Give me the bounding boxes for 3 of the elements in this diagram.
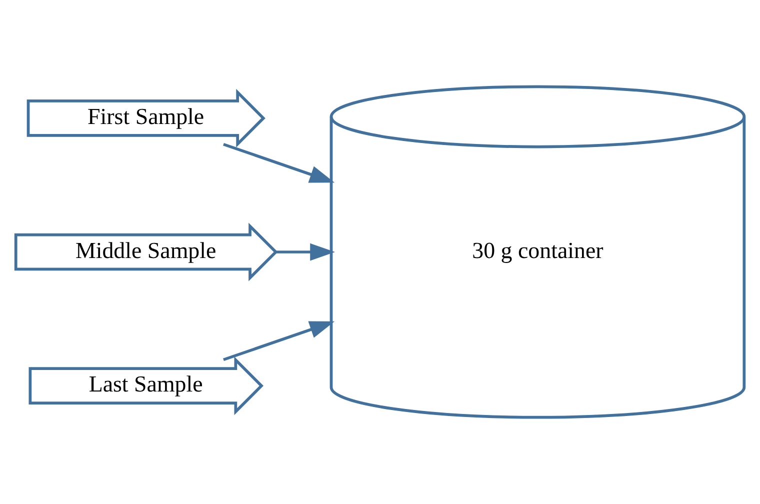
arrow (223, 142, 335, 183)
arrow (276, 243, 335, 261)
arrow (223, 321, 335, 362)
